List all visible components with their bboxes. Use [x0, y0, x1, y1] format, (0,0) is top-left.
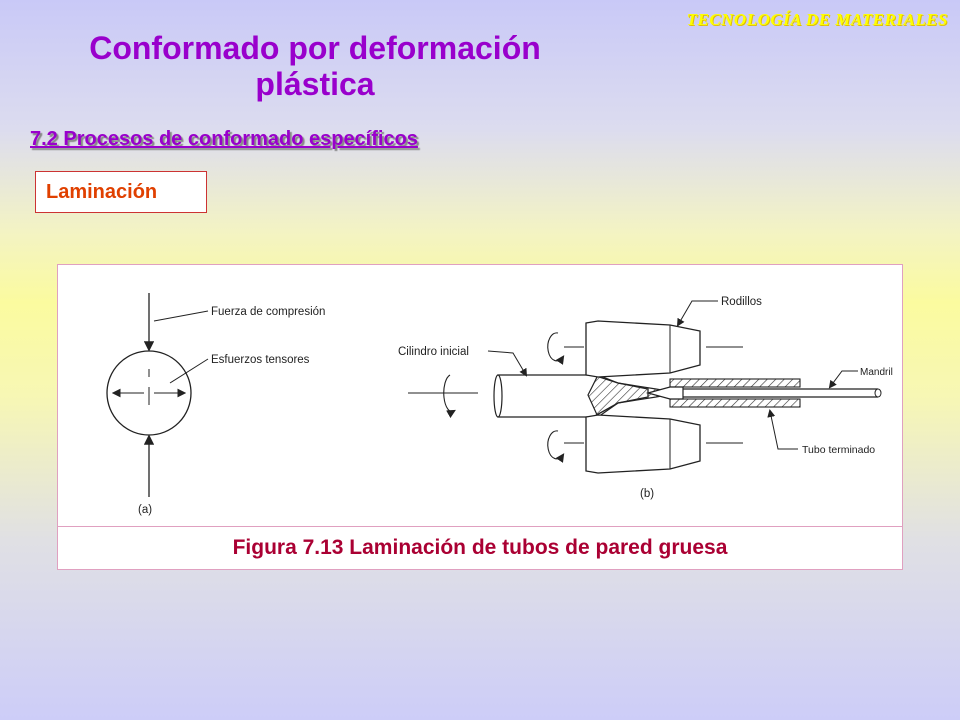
force-label: Fuerza de compresión — [211, 306, 325, 318]
tube-wall-bottom — [669, 398, 801, 408]
diagram-part-b: Rodillos Cilindro inicial Mandril Tubo t… — [398, 296, 893, 500]
diagram-part-a: Fuerza de compresión Esfuerzos tensores … — [106, 293, 325, 516]
bottom-roller — [585, 414, 701, 474]
tube-wall-top — [669, 378, 801, 388]
cylinder-rotation-icon — [443, 374, 456, 419]
deformation-zone — [587, 374, 679, 418]
part-a-label: (a) — [138, 504, 152, 516]
tube-leader-line — [767, 409, 798, 450]
rollers-label: Rodillos — [721, 296, 762, 308]
topic-tag: Laminación — [35, 171, 207, 213]
figure-caption: Figura 7.13 Laminación de tubos de pared… — [57, 526, 903, 570]
page-title-line-1: Conformado por deformación — [89, 30, 541, 66]
force-leader-line — [153, 310, 209, 322]
part-b-label: (b) — [640, 488, 654, 500]
mandrel-label: Mandril — [860, 367, 893, 378]
cylinder-leader-line — [487, 350, 528, 377]
top-roller-rotation-icon — [547, 332, 565, 365]
topic-tag-label: Laminación — [46, 180, 158, 203]
page-title-line-2: plástica — [255, 66, 375, 102]
section-title: 7.2 Procesos de conformado específicos — [30, 128, 418, 150]
tensile-label: Esfuerzos tensores — [211, 354, 310, 366]
bottom-roller-rotation-icon — [547, 430, 565, 463]
top-roller — [585, 320, 701, 378]
mandrel-leader-line — [828, 370, 858, 389]
rollers-leader-line — [676, 300, 718, 327]
mandrel-tip — [645, 386, 684, 400]
initial-cylinder-label: Cilindro inicial — [398, 346, 469, 358]
figure-caption-text: Figura 7.13 Laminación de tubos de pared… — [232, 536, 728, 559]
course-watermark: TECNOLOGÍA DE MATERIALES — [686, 10, 948, 29]
finished-tube-label: Tubo terminado — [802, 444, 875, 456]
figure-panel: Fuerza de compresión Esfuerzos tensores … — [57, 264, 903, 526]
tube-rolling-diagram: Fuerza de compresión Esfuerzos tensores … — [106, 293, 893, 516]
page-title: Conformado por deformación plástica — [30, 30, 600, 102]
tensile-leader-line — [169, 358, 209, 384]
